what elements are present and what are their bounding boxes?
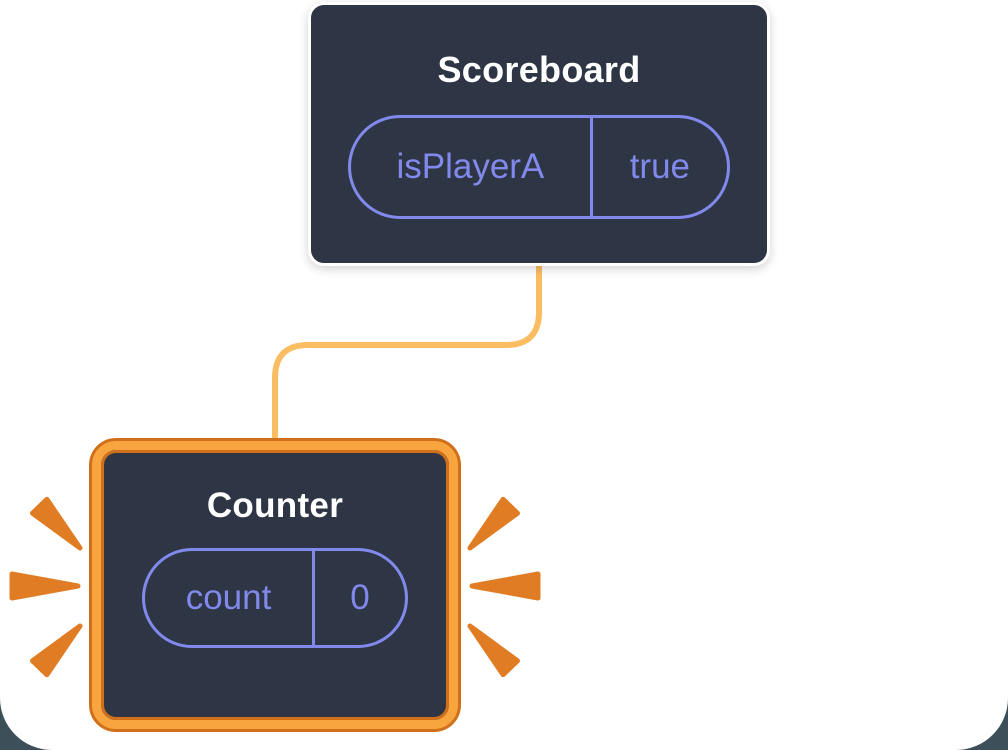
state-value: 0 [350, 578, 370, 617]
pill-divider [589, 118, 593, 216]
parent-child-connector [272, 262, 542, 447]
state-value: true [629, 147, 690, 186]
state-name: isPlayerA [396, 147, 545, 186]
spark-icon [30, 496, 83, 551]
spark-icon [469, 571, 541, 601]
spark-icon [467, 496, 520, 551]
scoreboard-component-node: Scoreboard isPlayerA true [308, 2, 770, 266]
component-title: Scoreboard [437, 49, 641, 90]
component-title: Counter [206, 486, 344, 525]
counter-component-node: Counter count 0 [92, 441, 458, 729]
pill-divider [312, 551, 316, 645]
state-pill: count 0 [142, 548, 408, 648]
state-name: count [185, 578, 272, 617]
spark-icon [30, 623, 83, 678]
spark-icon [467, 623, 520, 678]
state-pill: isPlayerA true [348, 115, 730, 219]
spark-icon [9, 571, 81, 601]
